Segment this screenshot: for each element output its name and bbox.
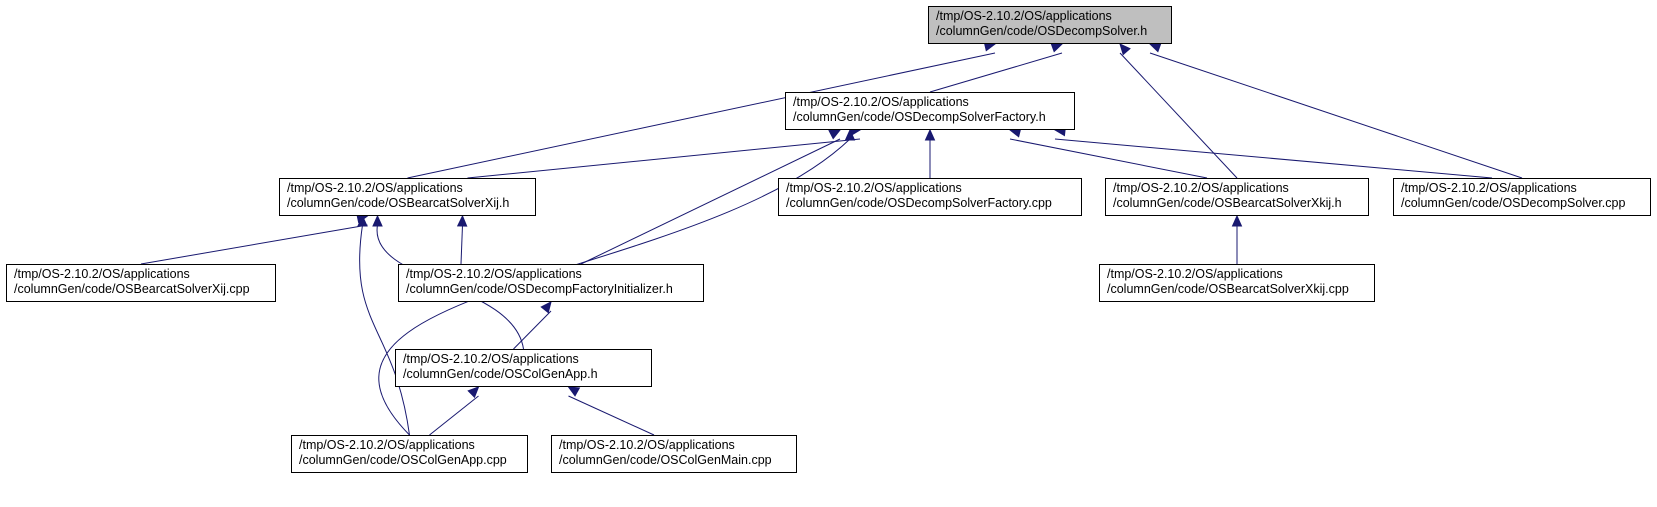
edge-n0-n2 [407, 52, 996, 179]
node-line-1: /tmp/OS-2.10.2/OS/applications [299, 438, 475, 452]
edge-n1-n4 [1009, 138, 1208, 179]
node-line-2: /columnGen/code/OSBearcatSolverXkij.cpp [1107, 282, 1349, 296]
node-line-2: /columnGen/code/OSDecompSolverFactory.cp… [786, 196, 1052, 210]
node-oscolgenmain-cpp[interactable]: /tmp/OS-2.10.2/OS/applications /columnGe… [551, 435, 797, 473]
node-line-2: /columnGen/code/OSColGenMain.cpp [559, 453, 772, 467]
edge-n0-n1 [929, 52, 1063, 93]
edge-arrowhead [844, 128, 856, 141]
edge-n1-n7 [580, 138, 841, 265]
node-osdecompsolverfactory-cpp[interactable]: /tmp/OS-2.10.2/OS/applications /columnGe… [778, 178, 1082, 216]
edge-arrowhead [456, 214, 468, 227]
node-line-1: /tmp/OS-2.10.2/OS/applications [406, 267, 582, 281]
node-line-1: /tmp/OS-2.10.2/OS/applications [786, 181, 962, 195]
node-line-2: /columnGen/code/OSBearcatSolverXkij.h [1113, 196, 1342, 210]
edge-arrowhead [1050, 42, 1064, 53]
node-osdecompfactoryinitializer-h[interactable]: /tmp/OS-2.10.2/OS/applications /columnGe… [398, 264, 704, 302]
edge-arrowhead [1119, 43, 1131, 56]
edge-arrowhead [372, 214, 383, 227]
node-osdecompsolver-cpp[interactable]: /tmp/OS-2.10.2/OS/applications /columnGe… [1393, 178, 1651, 216]
edge-n2-n7 [460, 224, 463, 265]
edge-arrowhead [828, 129, 842, 140]
node-line-1: /tmp/OS-2.10.2/OS/applications [936, 9, 1112, 23]
node-osbearcatsolverxkij-h[interactable]: /tmp/OS-2.10.2/OS/applications /columnGe… [1105, 178, 1369, 216]
edge-arrowhead [567, 386, 581, 397]
edge-arrowhead [357, 214, 368, 227]
node-line-2: /columnGen/code/OSBearcatSolverXij.h [287, 196, 510, 210]
node-line-1: /tmp/OS-2.10.2/OS/applications [287, 181, 463, 195]
edge-n9-n11 [568, 395, 655, 436]
node-line-1: /tmp/OS-2.10.2/OS/applications [403, 352, 579, 366]
node-line-1: /tmp/OS-2.10.2/OS/applications [559, 438, 735, 452]
node-line-2: /columnGen/code/OSColGenApp.cpp [299, 453, 507, 467]
node-line-1: /tmp/OS-2.10.2/OS/applications [14, 267, 190, 281]
node-line-2: /columnGen/code/OSBearcatSolverXij.cpp [14, 282, 250, 296]
node-line-1: /tmp/OS-2.10.2/OS/applications [1113, 181, 1289, 195]
node-line-1: /tmp/OS-2.10.2/OS/applications [1401, 181, 1577, 195]
node-osbearcatsolverxkij-cpp[interactable]: /tmp/OS-2.10.2/OS/applications /columnGe… [1099, 264, 1375, 302]
node-oscolgenapp-cpp[interactable]: /tmp/OS-2.10.2/OS/applications /columnGe… [291, 435, 528, 473]
edge-arrowhead [1231, 214, 1243, 227]
node-line-2: /columnGen/code/OSColGenApp.h [403, 367, 598, 381]
edge-n1-n2 [467, 138, 861, 179]
edge-arrowhead [467, 386, 480, 399]
edge-n9-n10 [429, 395, 479, 436]
node-osbearcatsolverxij-h[interactable]: /tmp/OS-2.10.2/OS/applications /columnGe… [279, 178, 536, 216]
node-line-2: /columnGen/code/OSDecompSolver.cpp [1401, 196, 1626, 210]
node-osdecompsolver-h[interactable]: /tmp/OS-2.10.2/OS/applications /columnGe… [928, 6, 1172, 44]
node-line-2: /columnGen/code/OSDecompSolverFactory.h [793, 110, 1046, 124]
edge-n1-n5 [1054, 138, 1493, 179]
node-line-1: /tmp/OS-2.10.2/OS/applications [1107, 267, 1283, 281]
node-line-1: /tmp/OS-2.10.2/OS/applications [793, 95, 969, 109]
node-line-2: /columnGen/code/OSDecompSolver.h [936, 24, 1148, 38]
node-line-2: /columnGen/code/OSDecompFactoryInitializ… [406, 282, 673, 296]
edge-arrowhead [924, 128, 936, 141]
edge-arrowhead [1148, 42, 1162, 53]
node-osbearcatsolverxij-cpp[interactable]: /tmp/OS-2.10.2/OS/applications /columnGe… [6, 264, 276, 302]
edge-n0-n4 [1119, 52, 1238, 179]
edge-n2-n6 [140, 224, 368, 265]
edge-arrowhead [540, 301, 552, 314]
node-oscolgenapp-h[interactable]: /tmp/OS-2.10.2/OS/applications /columnGe… [395, 349, 652, 387]
node-osdecompsolverfactory-h[interactable]: /tmp/OS-2.10.2/OS/applications /columnGe… [785, 92, 1075, 130]
edge-n0-n5 [1149, 52, 1523, 179]
edge-n2-n10 [359, 224, 410, 436]
edge-n7-n9 [513, 310, 552, 350]
